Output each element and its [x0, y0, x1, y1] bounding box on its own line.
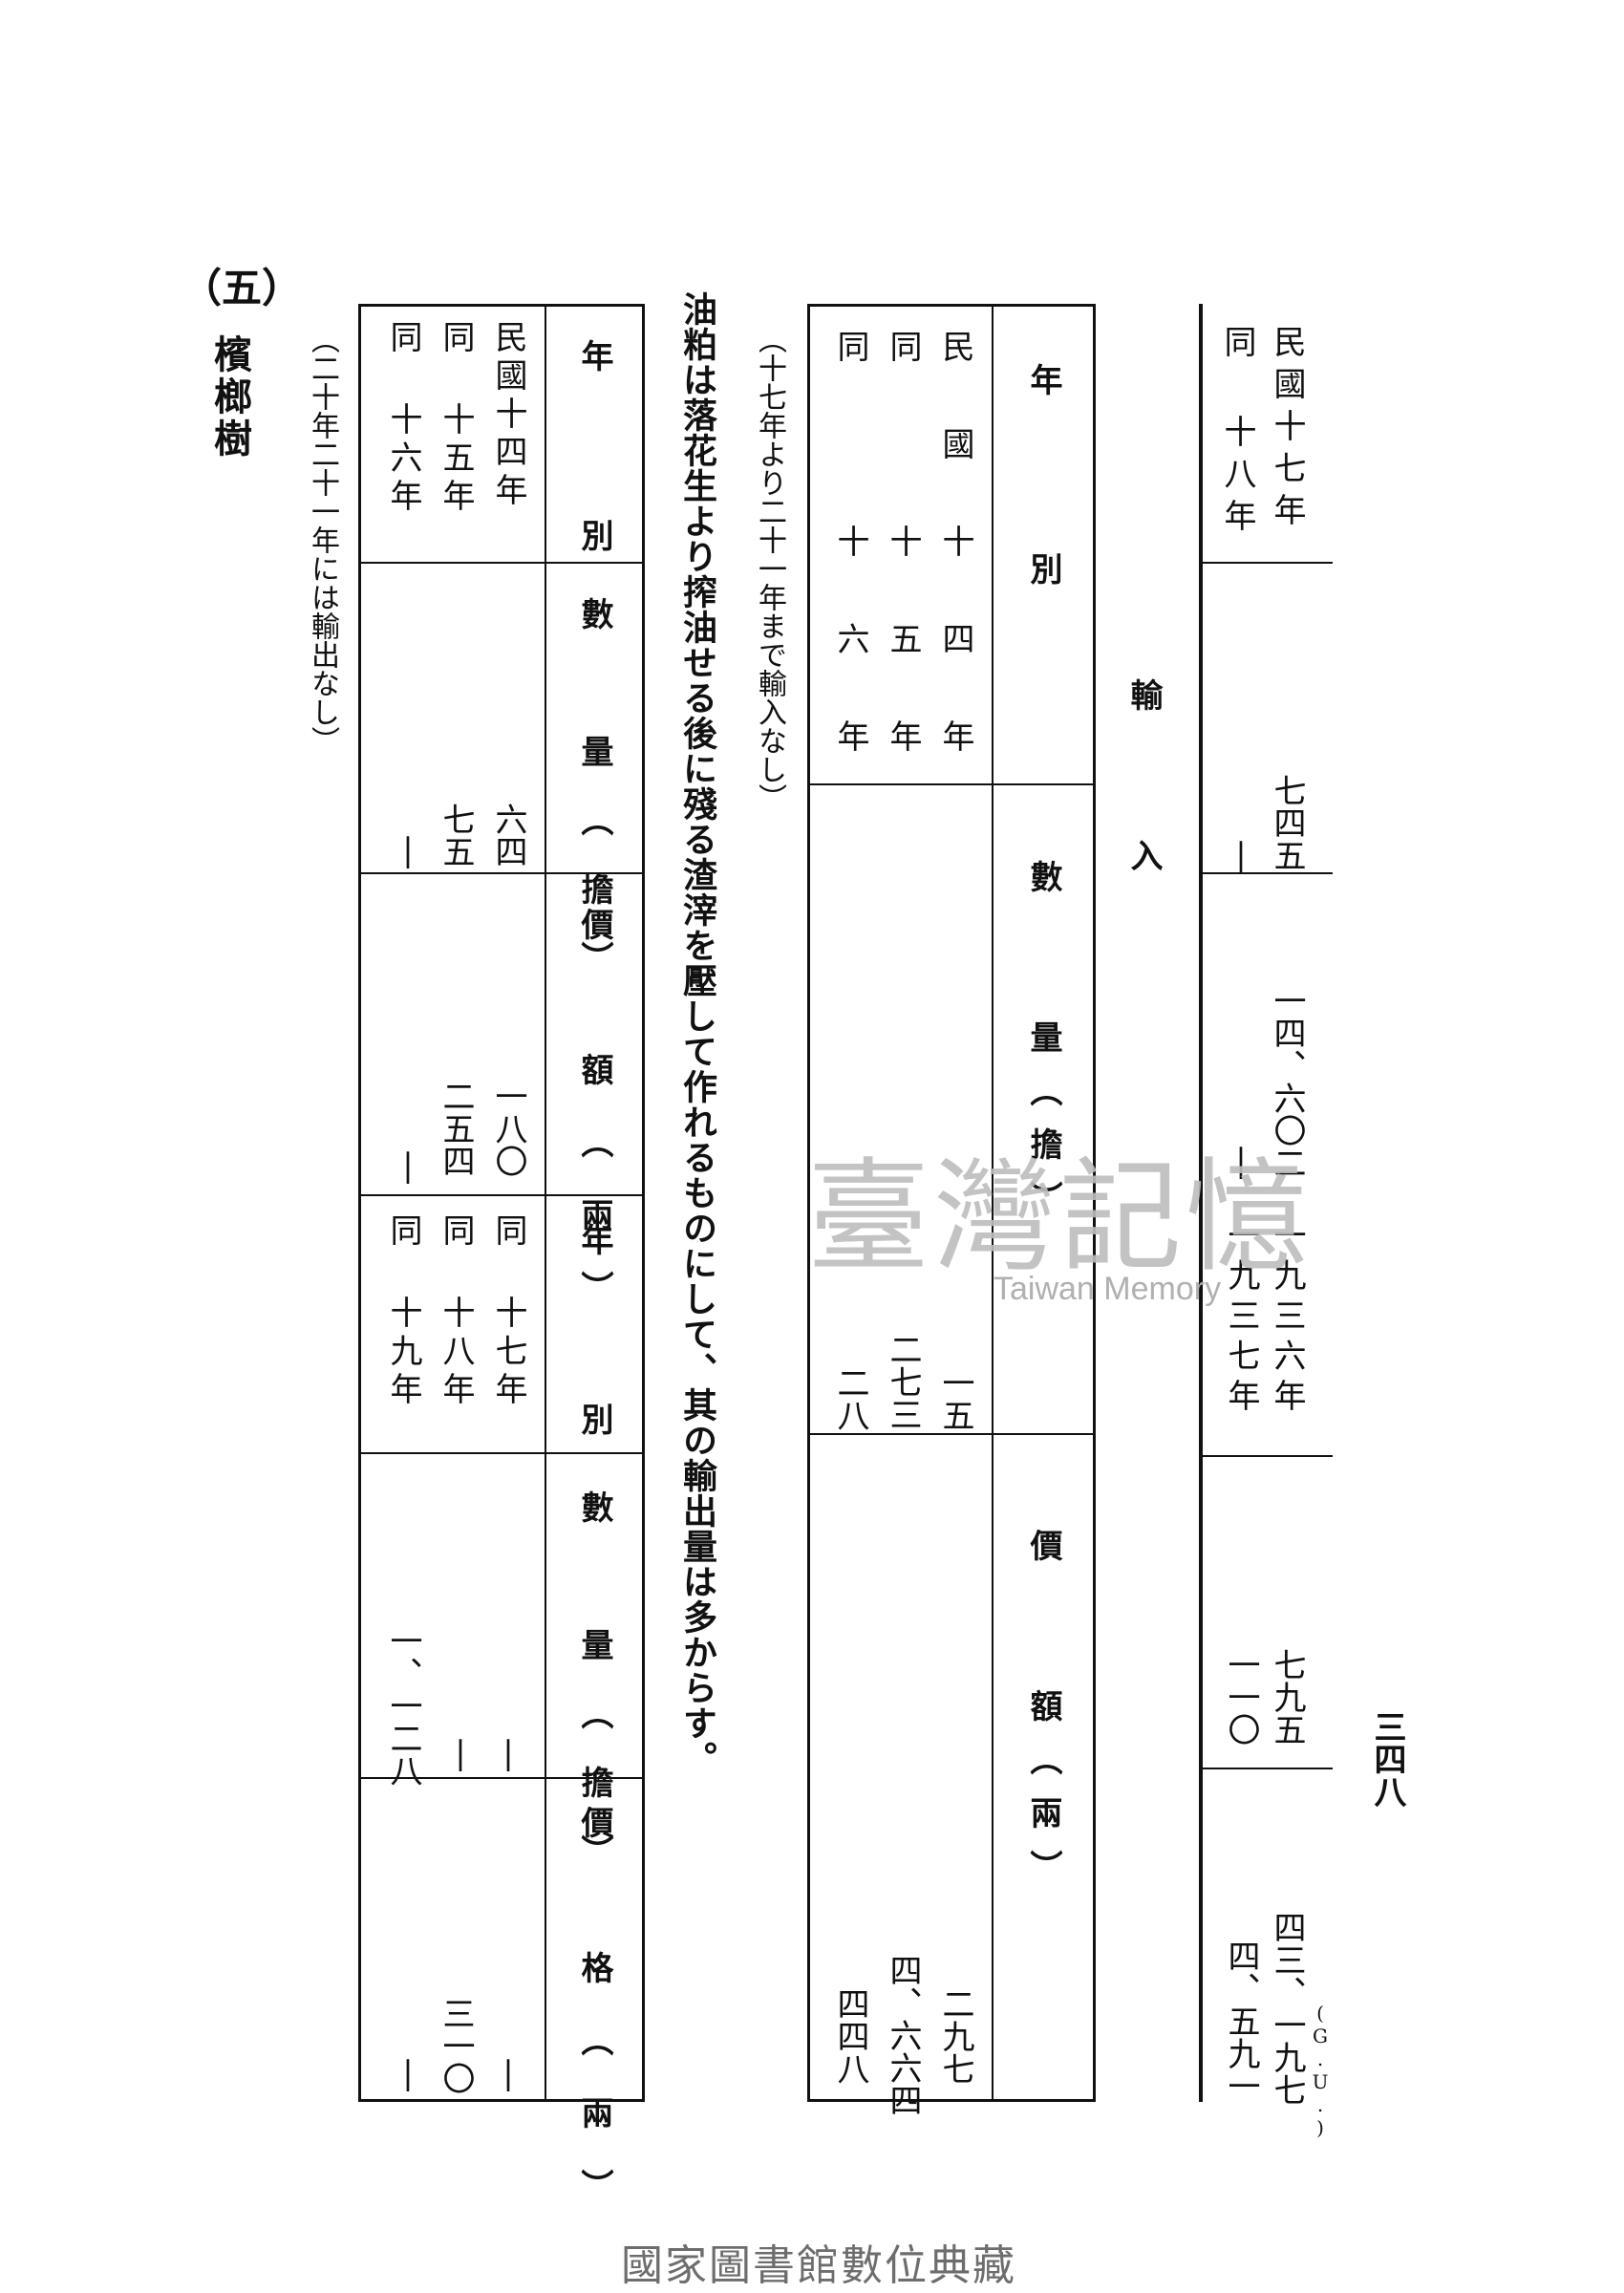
import-year-3: 同 十 六 年 — [831, 330, 869, 765]
page-number: 三四八 — [1368, 1710, 1406, 1808]
export-right-value-1: | — [489, 2054, 527, 2092]
import-heading: 輸 入 — [1124, 678, 1163, 919]
continuation-sep-4 — [1199, 1768, 1333, 1769]
export-right-qty-1: | — [489, 1734, 527, 1772]
body-text: 油粕は落花生より搾油せる後に殘る渣滓を壓して作れるものにして、其の輸出量は多から… — [677, 291, 717, 1776]
export-right-qty-2: | — [441, 1734, 480, 1772]
watermark-en: Taiwan Memory — [994, 1271, 1222, 1307]
import-col-year: 年 別 — [1024, 363, 1062, 615]
continuation-sep-3 — [1199, 1455, 1333, 1457]
export-left-value-2: 二五四 — [437, 1080, 475, 1177]
export-col-price: 價 格（兩） — [575, 1806, 613, 2241]
export-col-qty-2: 數 量（擔） — [575, 1490, 613, 1903]
section-title: 檳榔樹 — [207, 334, 252, 461]
footer-archive-label: 國家圖書館數位典藏 — [621, 2241, 1016, 2290]
continuation-year-1: 民國十七年 — [1268, 325, 1306, 535]
import-year-1: 民 國 十 四 年 — [936, 330, 974, 765]
import-qty-3: 二八 — [831, 1366, 869, 1431]
import-value-3: 四四八 — [831, 1987, 869, 2085]
export-left-value-1: 一八〇 — [489, 1080, 527, 1177]
continuation-value-1: 一四、六〇二 — [1268, 984, 1306, 1179]
continuation-left-border — [1199, 304, 1203, 2102]
continuation-year-1937: 一九三七年 — [1222, 1218, 1260, 1419]
import-table — [807, 304, 1096, 2102]
continuation-year-2: 同 十八年 — [1218, 325, 1256, 541]
export-sep-1 — [358, 562, 645, 564]
section-number: （五） — [182, 265, 303, 311]
import-sep-year — [807, 783, 1096, 785]
export-col-value: 價 額（兩） — [575, 908, 613, 1343]
watermark: 臺灣記憶 — [807, 1146, 1313, 1289]
export-sep-5 — [358, 1777, 645, 1779]
export-right-year-3: 同 十九年 — [384, 1213, 422, 1410]
continuation-sep-2 — [1199, 872, 1333, 874]
export-sep-4 — [358, 1452, 645, 1454]
export-sep-2 — [358, 872, 645, 874]
continuation-qty-2: | — [1222, 836, 1260, 874]
import-value-2: 四、六六四 — [884, 1954, 922, 2116]
export-col-year-1: 年 別 — [575, 339, 613, 609]
import-qty-1: 一五 — [936, 1366, 974, 1431]
export-left-year-2: 同 十五年 — [437, 320, 475, 517]
import-sep-qty — [807, 1433, 1096, 1435]
continuation-price-note: (G.U.) — [1309, 2002, 1332, 2139]
export-left-value-3: | — [389, 1146, 427, 1185]
continuation-qty-1: 七四五 — [1268, 774, 1306, 871]
continuation-year-1936: 一九三六年 — [1268, 1218, 1306, 1419]
export-col-year-2: 年 別 — [575, 1223, 613, 1492]
export-header-divider — [545, 304, 546, 2102]
export-right-year-1: 同 十七年 — [489, 1213, 527, 1410]
continuation-val-1936: 七九五 — [1268, 1648, 1306, 1746]
import-qty-2: 二七三 — [884, 1333, 922, 1430]
export-sep-3 — [358, 1194, 645, 1196]
export-left-qty-2: 七五 — [437, 803, 475, 868]
import-note: （十七年より二十一年まで輸入なし） — [753, 325, 786, 812]
export-right-value-2: 三一〇 — [437, 1997, 475, 2094]
import-value-1: 二九七 — [936, 1987, 974, 2085]
continuation-sep-1 — [1199, 562, 1333, 564]
import-header-divider — [992, 304, 994, 2102]
export-right-year-2: 同 十八年 — [437, 1213, 475, 1410]
continuation-price-1936: 四三、一九七 — [1268, 1911, 1306, 2106]
export-left-year-3: 同 十六年 — [384, 320, 422, 517]
export-right-qty-3: 一、一二八 — [384, 1624, 422, 1787]
export-left-year-1: 民國十四年 — [489, 320, 527, 511]
export-left-qty-1: 六四 — [489, 803, 527, 868]
import-col-value: 價 額（兩） — [1024, 1529, 1062, 1903]
export-right-value-3: | — [389, 2054, 427, 2092]
continuation-value-2: | — [1222, 1142, 1260, 1180]
import-year-2: 同 十 五 年 — [884, 330, 922, 765]
continuation-price-1937: 四、五九一 — [1222, 1939, 1260, 2102]
import-col-qty: 數 量（擔） — [1024, 860, 1062, 1234]
export-note: （二十年二十一年には輸出なし） — [306, 325, 339, 755]
continuation-val-1937: 一一〇 — [1222, 1648, 1260, 1746]
export-left-qty-3: | — [389, 831, 427, 869]
export-table — [358, 304, 645, 2102]
export-col-qty-1: 數 量（擔） — [575, 597, 613, 1010]
